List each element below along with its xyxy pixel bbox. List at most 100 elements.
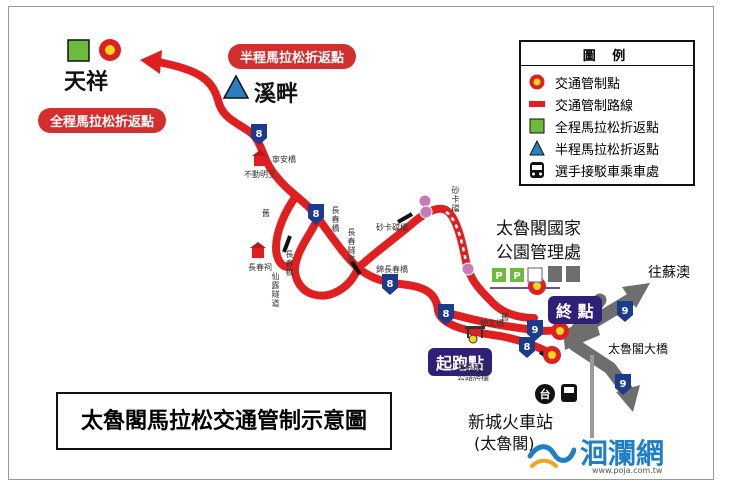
start-archway-marker xyxy=(465,326,485,344)
tunnel-mark-2 xyxy=(350,260,362,276)
legend-title: 圖 例 xyxy=(582,49,632,64)
xiche-bridge-label: 錦長春橋 xyxy=(376,265,408,274)
half-marathon-turnaround-icon xyxy=(529,140,545,156)
svg-text:9: 9 xyxy=(620,379,627,390)
local-road-markers xyxy=(418,194,475,276)
legend-label-control-point: 交通管制點 xyxy=(555,77,621,92)
watermark-brand: 洄瀾網 xyxy=(580,437,665,470)
building-icon-1 xyxy=(548,266,562,282)
changchun-shrine-label: 長春祠 xyxy=(248,263,272,272)
budong-temple-label: 不動明王 xyxy=(244,170,276,179)
xincheng-station-label: 新城火車站 xyxy=(468,413,553,433)
highway-9-shield-3: 9 xyxy=(615,374,631,395)
control-point-tianxiang xyxy=(99,39,121,61)
legend-row-control-route: 交通管制路線 xyxy=(529,94,689,114)
shuttle-bus-icon xyxy=(530,162,544,178)
route-old-road xyxy=(272,192,300,271)
finish-label: 終 點 xyxy=(548,296,602,324)
pingfeng-label: 錦文橋 xyxy=(480,319,504,328)
traffic-control-points xyxy=(99,39,569,364)
railway-station-icon: 台 xyxy=(535,384,555,404)
half-marathon-turnaround-label: 半程馬拉松折返點 xyxy=(228,44,357,69)
traffic-control-route-icon xyxy=(529,101,545,107)
jiu-label-2: 舊 xyxy=(501,313,509,322)
arrow-head-suao xyxy=(622,283,650,308)
highway-9-shields: 9 9 9 xyxy=(527,301,633,395)
map-legend: 圖 例 交通管制點 交通管制路線 全程馬拉松折返點 半程馬拉松折返點 選手接駁車… xyxy=(519,40,695,186)
legend-divider xyxy=(521,65,693,66)
place-label-xipan: 溪畔 xyxy=(254,82,299,107)
svg-text:8: 8 xyxy=(387,279,394,290)
control-point-bridge-1 xyxy=(551,322,569,340)
jiu-label-1: 舊 xyxy=(262,209,270,218)
taroko-bridge-label: 太魯閣大橋 xyxy=(608,342,669,356)
svg-text:8: 8 xyxy=(313,209,320,220)
shuttle-bus-map-icon xyxy=(561,384,577,402)
svg-text:P: P xyxy=(495,271,502,282)
changchun-bridge-label: 長春橋 xyxy=(285,250,294,277)
full-marathon-turnaround-label: 全程馬拉松折返點 xyxy=(38,108,167,133)
map-frame xyxy=(8,6,714,480)
svg-text:台: 台 xyxy=(540,387,551,401)
local-marker-2 xyxy=(419,205,433,219)
legend-label-half-turnaround: 半程馬拉松折返點 xyxy=(555,143,660,158)
legend-row-shuttle-bus: 選手接駁車乘車處 xyxy=(529,160,689,180)
svg-text:8: 8 xyxy=(443,309,450,320)
park-hq-label-line1: 太魯閣國家 xyxy=(496,219,581,239)
changchun-road-label: 長春橋 xyxy=(331,206,340,233)
local-marker-1 xyxy=(418,194,432,208)
legend-row-full-turnaround: 全程馬拉松折返點 xyxy=(529,116,689,136)
highway-9-shield-1: 9 xyxy=(527,320,543,341)
local-marker-3 xyxy=(461,262,475,276)
full-marathon-turnaround-icon xyxy=(529,118,545,134)
route-arrow-tianxiang xyxy=(140,50,162,74)
svg-text:P: P xyxy=(513,271,520,282)
old-road-label: 仙露隧道 xyxy=(271,272,280,308)
changchun-tunnel-label: 長春隧道 xyxy=(347,228,356,264)
highway-8-shield-3: 8 xyxy=(382,274,398,295)
highway-8-shield-1: 8 xyxy=(251,124,267,145)
building-icon-2 xyxy=(566,266,580,282)
tunnel-marks xyxy=(282,212,548,358)
taroko-bridge-road xyxy=(563,318,600,350)
parking-icons: P P xyxy=(492,266,580,283)
highway-8-shield-4: 8 xyxy=(438,304,454,325)
shakadang-bridge-label: 砂卡礑橋 xyxy=(376,223,408,232)
svg-text:8: 8 xyxy=(524,342,531,353)
parking-icon-2 xyxy=(510,268,524,282)
legend-label-full-turnaround: 全程馬拉松折返點 xyxy=(555,121,660,136)
half-marathon-turnaround-marker xyxy=(222,74,250,99)
tunnel-dash-1 xyxy=(445,210,468,263)
legend-label-shuttle-bus: 選手接駁車乘車處 xyxy=(555,165,660,180)
start-label: 起跑點 xyxy=(428,348,493,376)
control-point-bridge-2 xyxy=(543,346,561,364)
tunnel-mark-3 xyxy=(282,235,292,253)
svg-text:9: 9 xyxy=(532,325,539,336)
watermark-logo-icon xyxy=(527,444,576,468)
traffic-control-route xyxy=(154,58,564,358)
temple-icon xyxy=(252,150,268,166)
park-hq-label-line2: 公園管理處 xyxy=(496,243,581,263)
legend-label-control-route: 交通管制路線 xyxy=(555,99,634,114)
tunnel-mark-1 xyxy=(397,212,413,224)
map-title: 太魯閣馬拉松交通管制示意圖 xyxy=(56,392,392,450)
highway-9-shield-2: 9 xyxy=(617,301,633,322)
archway-label-line1: 東西橫貫 xyxy=(457,363,489,372)
parking-icon-1 xyxy=(492,268,506,282)
route-changchun-loop xyxy=(291,214,362,300)
archway-label-line2: 公路牌樓 xyxy=(457,373,489,382)
highway-8-shield-5: 8 xyxy=(519,337,535,358)
watermark: 洄瀾網 www.poja.com.tw xyxy=(526,432,706,476)
shakadang-label: 砂卡礑 xyxy=(451,186,460,213)
svg-text:9: 9 xyxy=(622,306,629,317)
highway-8-shield-2: 8 xyxy=(308,204,324,225)
watermark-url: www.poja.com.tw xyxy=(592,466,663,475)
place-label-tianxiang: 天祥 xyxy=(64,70,109,95)
tunnel-dashes xyxy=(445,210,468,263)
traffic-control-point-icon xyxy=(529,74,545,90)
to-suao-label: 往蘇澳 xyxy=(648,265,690,281)
shrine-icon xyxy=(250,242,266,258)
xincheng-station-sublabel: (太魯閣) xyxy=(474,434,535,453)
full-marathon-turnaround-marker xyxy=(67,39,90,62)
